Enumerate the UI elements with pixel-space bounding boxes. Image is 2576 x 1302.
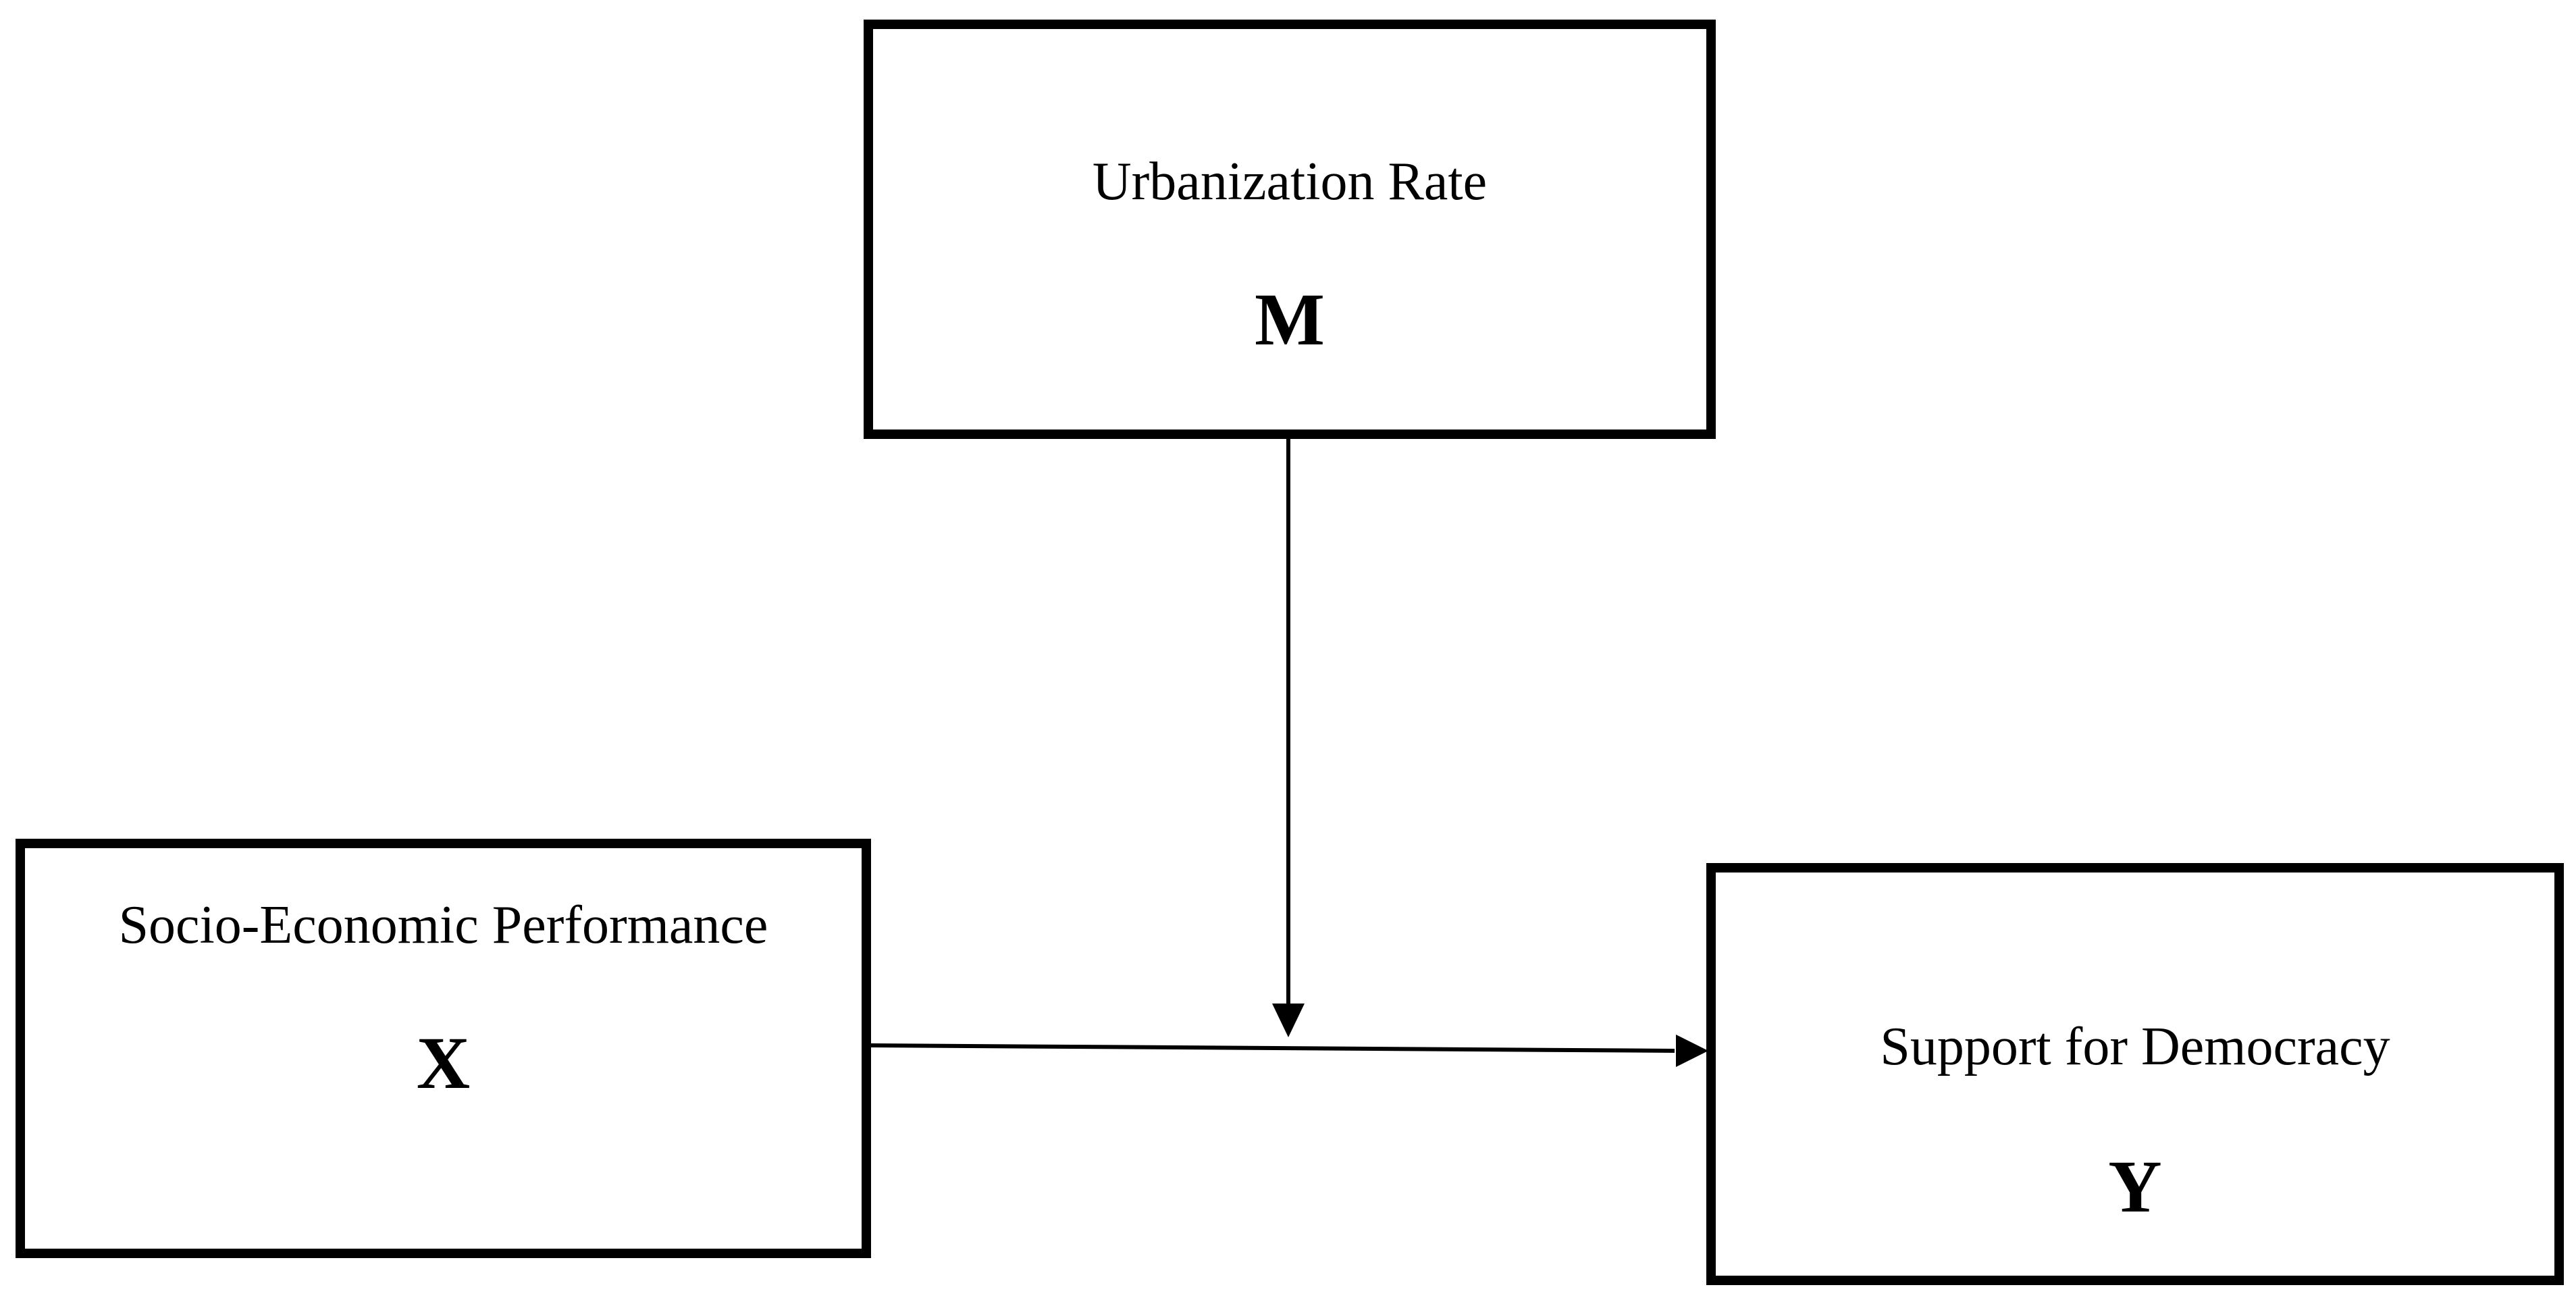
arrowhead-x-to-y (1676, 1035, 1708, 1067)
node-independent-symbol: X (416, 1022, 471, 1104)
arrow-x-to-y (870, 1043, 1675, 1053)
node-independent-label: Socio-Economic Performance (118, 895, 768, 955)
node-dependent-label: Support for Democracy (1880, 1017, 2390, 1076)
node-dependent: Support for Democracy Y (1706, 863, 2564, 1285)
arrowhead-m-to-path (1272, 1004, 1305, 1037)
node-moderator-label: Urbanization Rate (1092, 152, 1488, 211)
node-independent: Socio-Economic Performance X (16, 839, 871, 1258)
node-dependent-symbol: Y (2108, 1145, 2162, 1228)
node-moderator: Urbanization Rate M (864, 20, 1716, 439)
node-moderator-symbol: M (1255, 278, 1325, 361)
